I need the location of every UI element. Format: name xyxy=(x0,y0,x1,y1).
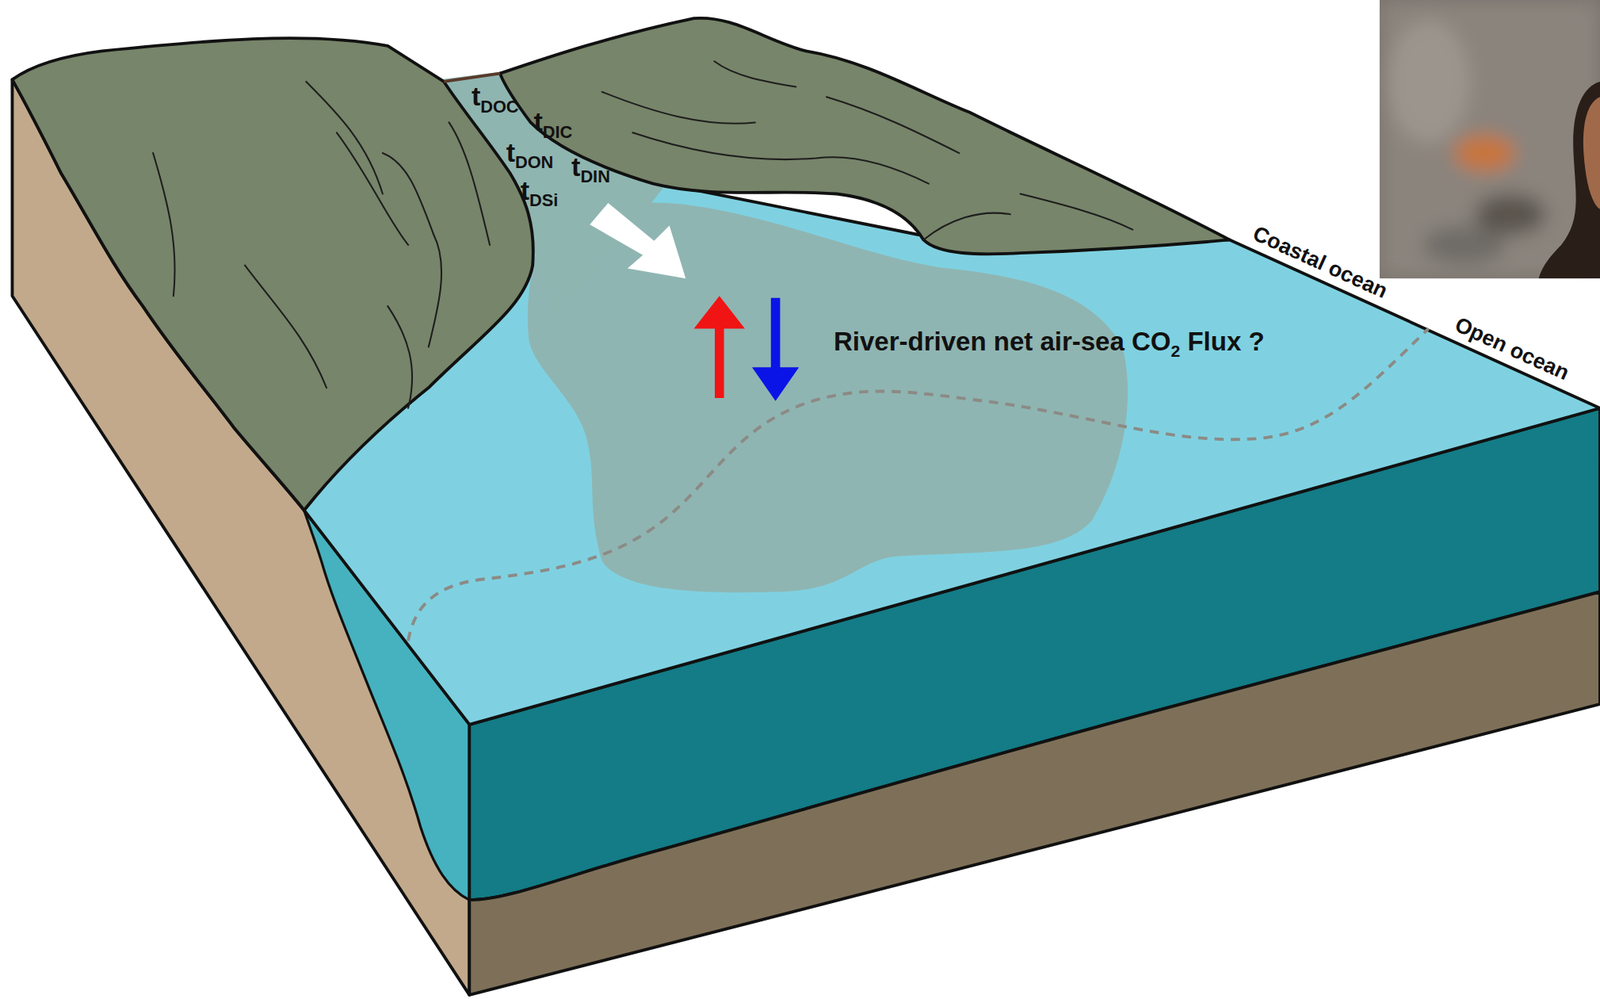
chemical-label: tDIN xyxy=(571,152,611,180)
subscript: DOC xyxy=(480,96,519,117)
flux-question: River-driven net air-sea CO2 Flux ? xyxy=(833,328,1265,355)
chemical-label: tDSi xyxy=(520,176,559,204)
land-left-hill xyxy=(11,38,533,510)
chemical-label: tDIC xyxy=(533,107,573,135)
zone-label: Coastal ocean xyxy=(1248,222,1390,302)
text-run: t xyxy=(571,151,581,182)
subscript: DON xyxy=(515,152,554,172)
chemical-label: tDOC xyxy=(471,82,520,110)
text-run: t xyxy=(533,106,543,137)
subscript: DIN xyxy=(580,166,610,187)
river-flow-arrow xyxy=(589,202,686,279)
webcam-inset xyxy=(1379,0,1600,279)
text-run: Open ocean xyxy=(1451,313,1573,386)
text-run: t xyxy=(506,137,516,168)
subscript: DSi xyxy=(529,190,558,211)
text-run: Coastal ocean xyxy=(1248,221,1391,303)
subscript: 2 xyxy=(1170,341,1180,360)
text-run: Flux ? xyxy=(1179,326,1264,356)
text-run: River-driven net air-sea CO xyxy=(833,326,1172,356)
subscript: DIC xyxy=(542,122,573,142)
text-run: t xyxy=(520,175,530,206)
river-mouth-edge xyxy=(443,73,501,82)
text-run: t xyxy=(471,80,481,111)
coastal-boundary xyxy=(408,328,1429,641)
chemical-label: tDON xyxy=(506,138,554,166)
uptake-arrow xyxy=(752,297,799,401)
zone-label: Open ocean xyxy=(1451,313,1572,384)
outgassing-arrow xyxy=(694,295,745,398)
